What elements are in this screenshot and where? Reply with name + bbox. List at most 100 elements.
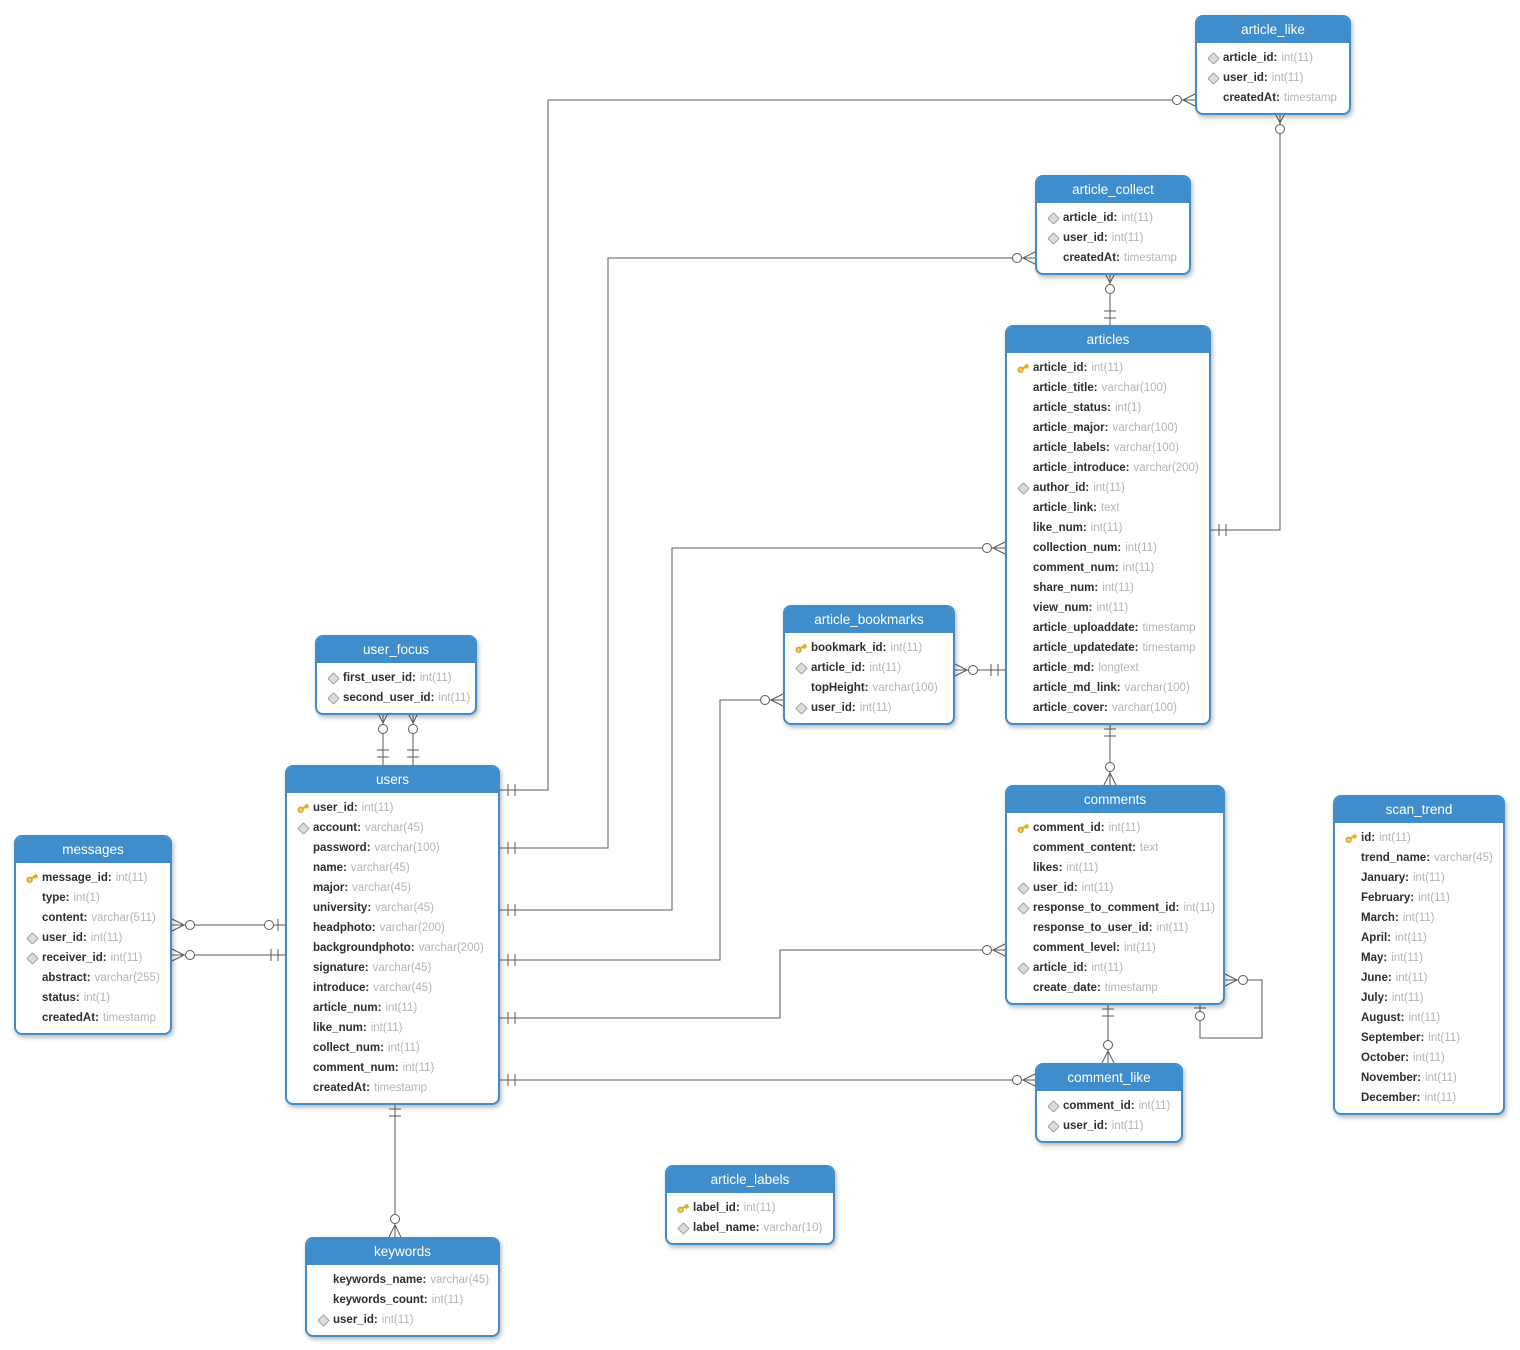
field-row-article_collect-createdAt[interactable]: createdAttimestamp [1043,248,1183,268]
rel-users-user_focus-1[interactable] [376,710,390,765]
field-row-articles-article_id[interactable]: article_idint(11) [1013,358,1203,378]
field-row-scan_trend-August[interactable]: Augustint(11) [1341,1008,1497,1028]
field-row-scan_trend-July[interactable]: Julyint(11) [1341,988,1497,1008]
field-row-articles-article_updatedate[interactable]: article_updatedatetimestamp [1013,638,1203,658]
rel-users-comment_like[interactable] [500,1073,1036,1087]
field-row-user_focus-first_user_id[interactable]: first_user_idint(11) [323,668,469,688]
field-row-articles-article_md[interactable]: article_mdlongtext [1013,658,1203,678]
field-row-comment_like-comment_id[interactable]: comment_idint(11) [1043,1096,1175,1116]
field-row-scan_trend-June[interactable]: Juneint(11) [1341,968,1497,988]
field-row-scan_trend-September[interactable]: Septemberint(11) [1341,1028,1497,1048]
rel-users-comments[interactable] [500,943,1006,1024]
field-row-scan_trend-October[interactable]: Octoberint(11) [1341,1048,1497,1068]
rel-articles-article_bookmarks[interactable] [954,663,1005,677]
field-row-scan_trend-trend_name[interactable]: trend_namevarchar(45) [1341,848,1497,868]
field-row-article_collect-user_id[interactable]: user_idint(11) [1043,228,1183,248]
field-row-articles-article_status[interactable]: article_statusint(1) [1013,398,1203,418]
field-row-keywords-keywords_count[interactable]: keywords_countint(11) [313,1290,492,1310]
entity-title-keywords[interactable]: keywords [307,1239,498,1265]
rel-articles-article_collect[interactable] [1103,270,1117,325]
entity-title-messages[interactable]: messages [16,837,170,863]
field-row-messages-message_id[interactable]: message_idint(11) [22,868,164,888]
entity-keywords[interactable]: keywords keywords_namevarchar(45)keywords… [305,1237,500,1337]
field-row-articles-article_major[interactable]: article_majorvarchar(100) [1013,418,1203,438]
field-row-articles-article_title[interactable]: article_titlevarchar(100) [1013,378,1203,398]
rel-comments-self[interactable] [1194,973,1263,1039]
rel-messages-users-1[interactable] [171,918,285,932]
field-row-keywords-keywords_name[interactable]: keywords_namevarchar(45) [313,1270,492,1290]
field-row-articles-share_num[interactable]: share_numint(11) [1013,578,1203,598]
field-row-comments-comment_content[interactable]: comment_contenttext [1013,838,1217,858]
entity-title-article_bookmarks[interactable]: article_bookmarks [785,607,953,633]
entity-article_collect[interactable]: article_collect article_idint(11)user_idi… [1035,175,1191,275]
field-row-comment_like-user_id[interactable]: user_idint(11) [1043,1116,1175,1136]
field-row-users-name[interactable]: namevarchar(45) [293,858,492,878]
field-row-messages-receiver_id[interactable]: receiver_idint(11) [22,948,164,968]
field-row-scan_trend-March[interactable]: Marchint(11) [1341,908,1497,928]
field-row-article_labels-label_id[interactable]: label_idint(11) [673,1198,827,1218]
field-row-scan_trend-January[interactable]: Januaryint(11) [1341,868,1497,888]
field-row-articles-article_labels[interactable]: article_labelsvarchar(100) [1013,438,1203,458]
field-row-articles-article_uploaddate[interactable]: article_uploaddatetimestamp [1013,618,1203,638]
rel-users-user_focus-2[interactable] [406,710,420,765]
field-row-comments-user_id[interactable]: user_idint(11) [1013,878,1217,898]
rel-articles-article_like[interactable] [1211,110,1287,536]
entity-title-articles[interactable]: articles [1007,327,1209,353]
rel-users-article_bookmarks[interactable] [500,693,784,966]
field-row-scan_trend-May[interactable]: Mayint(11) [1341,948,1497,968]
entity-article_like[interactable]: article_like article_idint(11)user_idint(… [1195,15,1351,115]
field-row-users-collect_num[interactable]: collect_numint(11) [293,1038,492,1058]
field-row-article_bookmarks-bookmark_id[interactable]: bookmark_idint(11) [791,638,947,658]
entity-user_focus[interactable]: user_focusfirst_user_idint(11)second_use… [315,635,477,715]
field-row-article_bookmarks-topHeight[interactable]: topHeightvarchar(100) [791,678,947,698]
entity-messages[interactable]: messages message_idint(11)typeint(1)conte… [14,835,172,1035]
field-row-users-comment_num[interactable]: comment_numint(11) [293,1058,492,1078]
field-row-articles-view_num[interactable]: view_numint(11) [1013,598,1203,618]
field-row-scan_trend-February[interactable]: Februaryint(11) [1341,888,1497,908]
field-row-users-account[interactable]: accountvarchar(45) [293,818,492,838]
field-row-comments-comment_level[interactable]: comment_levelint(11) [1013,938,1217,958]
field-row-users-major[interactable]: majorvarchar(45) [293,878,492,898]
field-row-article_like-article_id[interactable]: article_idint(11) [1203,48,1343,68]
field-row-comments-create_date[interactable]: create_datetimestamp [1013,978,1217,998]
field-row-keywords-user_id[interactable]: user_idint(11) [313,1310,492,1330]
entity-users[interactable]: usersuser_idint(11)accountvarchar(45)pas… [285,765,500,1105]
field-row-articles-article_introduce[interactable]: article_introducevarchar(200) [1013,458,1203,478]
rel-users-article_collect[interactable] [500,251,1036,854]
field-row-users-signature[interactable]: signaturevarchar(45) [293,958,492,978]
entity-article_bookmarks[interactable]: article_bookmarks bookmark_idint(11)artic… [783,605,955,725]
entity-title-user_focus[interactable]: user_focus [317,637,475,663]
field-row-scan_trend-December[interactable]: Decemberint(11) [1341,1088,1497,1108]
entity-title-article_collect[interactable]: article_collect [1037,177,1189,203]
field-row-comments-response_to_user_id[interactable]: response_to_user_idint(11) [1013,918,1217,938]
field-row-articles-collection_num[interactable]: collection_numint(11) [1013,538,1203,558]
entity-title-article_labels[interactable]: article_labels [667,1167,833,1193]
entity-article_labels[interactable]: article_labelslabel_idint(11)label_namev… [665,1165,835,1245]
field-row-comments-comment_id[interactable]: comment_idint(11) [1013,818,1217,838]
rel-comments-comment_like[interactable] [1101,1001,1115,1064]
field-row-users-introduce[interactable]: introducevarchar(45) [293,978,492,998]
entity-title-article_like[interactable]: article_like [1197,17,1349,43]
entity-title-users[interactable]: users [287,767,498,793]
field-row-comments-response_to_comment_id[interactable]: response_to_comment_idint(11) [1013,898,1217,918]
field-row-scan_trend-April[interactable]: Aprilint(11) [1341,928,1497,948]
field-row-article_bookmarks-article_id[interactable]: article_idint(11) [791,658,947,678]
field-row-messages-content[interactable]: contentvarchar(511) [22,908,164,928]
field-row-articles-article_cover[interactable]: article_covervarchar(100) [1013,698,1203,718]
field-row-users-university[interactable]: universityvarchar(45) [293,898,492,918]
field-row-messages-abstract[interactable]: abstractvarchar(255) [22,968,164,988]
field-row-users-user_id[interactable]: user_idint(11) [293,798,492,818]
field-row-messages-user_id[interactable]: user_idint(11) [22,928,164,948]
rel-articles-comments[interactable] [1103,721,1117,786]
field-row-articles-article_link[interactable]: article_linktext [1013,498,1203,518]
field-row-messages-type[interactable]: typeint(1) [22,888,164,908]
field-row-article_like-user_id[interactable]: user_idint(11) [1203,68,1343,88]
field-row-scan_trend-November[interactable]: Novemberint(11) [1341,1068,1497,1088]
field-row-scan_trend-id[interactable]: idint(11) [1341,828,1497,848]
entity-scan_trend[interactable]: scan_trendidint(11)trend_namevarchar(45)… [1333,795,1505,1115]
field-row-users-headphoto[interactable]: headphotovarchar(200) [293,918,492,938]
field-row-articles-like_num[interactable]: like_numint(11) [1013,518,1203,538]
rel-users-articles[interactable] [500,541,1006,916]
field-row-messages-status[interactable]: statusint(1) [22,988,164,1008]
field-row-article_collect-article_id[interactable]: article_idint(11) [1043,208,1183,228]
